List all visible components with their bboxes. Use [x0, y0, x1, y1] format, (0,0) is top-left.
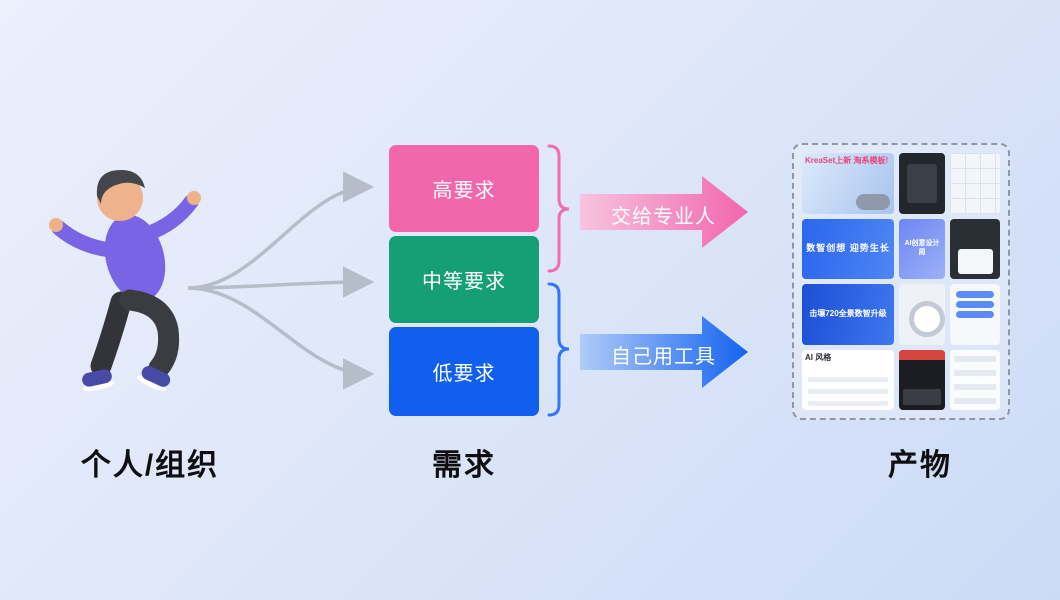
collage-tile: [950, 349, 1000, 410]
fan-product-image: [909, 301, 945, 338]
output-label: 产物: [888, 449, 952, 482]
collage-tile: [899, 284, 945, 345]
collage-tile: [899, 153, 945, 214]
source-label: 个人/组织: [80, 449, 220, 482]
collage-tile: 击壤720全景数智升级: [802, 284, 894, 345]
requirement-box-high-label: 高要求: [432, 180, 496, 202]
person-illustration: [49, 170, 201, 391]
collage-tile: AI创意设计周: [899, 218, 945, 279]
pink-brace-icon: [547, 144, 570, 273]
blue-brace-icon: [547, 282, 570, 417]
flow-label-self-tool: 自己用工具: [611, 346, 716, 368]
requirement-box-high: 高要求: [389, 145, 539, 232]
flow-label-professional: 交给专业人: [611, 206, 716, 228]
flow-arrow-professional: [580, 176, 748, 248]
requirement-box-medium-label: 中等要求: [422, 271, 506, 293]
output-collage: KreaSet上新 淘系模板! 数智创想 迎势生长 AI创意设计周 击壤720全…: [802, 153, 1000, 410]
flow-arrow-self-tool: [580, 316, 748, 388]
requirement-box-low: 低要求: [389, 327, 539, 416]
motorcycle-image: [856, 193, 890, 210]
requirement-box-medium: 中等要求: [389, 236, 539, 323]
demand-label: 需求: [432, 449, 496, 482]
collage-tile: AI 风格: [802, 349, 894, 410]
collage-tile: 数智创想 迎势生长: [802, 218, 894, 279]
collage-tile: [950, 153, 1000, 214]
requirement-box-low-label: 低要求: [432, 363, 496, 385]
collage-tile: KreaSet上新 淘系模板!: [802, 153, 894, 214]
collage-tile: [899, 349, 945, 410]
output-panel: KreaSet上新 淘系模板! 数智创想 迎势生长 AI创意设计周 击壤720全…: [792, 143, 1010, 420]
collage-tile: [950, 218, 1000, 279]
collage-tile: [950, 284, 1000, 345]
